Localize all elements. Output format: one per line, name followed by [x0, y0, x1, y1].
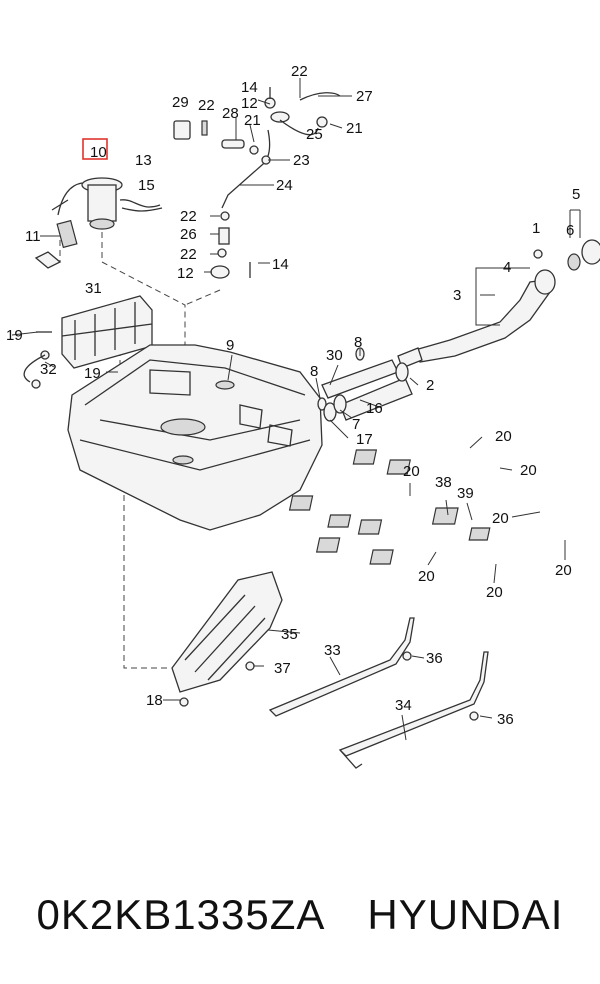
callout-2: 2: [426, 377, 434, 394]
tank-straps: [268, 617, 489, 769]
callout-15: 15: [138, 177, 155, 194]
insulator-pads: [288, 449, 491, 565]
callout-14: 14: [241, 79, 258, 96]
callout-22: 22: [198, 97, 215, 114]
callout-5: 5: [572, 186, 580, 203]
callout-3: 3: [453, 287, 461, 304]
callout-20g: 20: [486, 584, 503, 601]
callout-23: 23: [293, 152, 310, 169]
exploded-parts-diagram: 10 13 15 11 29 22 28 21 14 12 22 27 25 2…: [6, 63, 600, 769]
callout-20c: 20: [403, 463, 420, 480]
vent-hose-assembly: [173, 87, 341, 279]
part-number: 0K2KB1335ZA: [36, 891, 326, 938]
callout-37: 37: [274, 660, 291, 677]
callout-22d: 22: [180, 246, 197, 263]
callout-10: 10: [90, 144, 107, 161]
callout-28: 28: [222, 105, 239, 122]
heat-shield: [171, 571, 283, 707]
callout-24: 24: [276, 177, 293, 194]
callout-labels: 10 13 15 11 29 22 28 21 14 12 22 27 25 2…: [6, 63, 580, 728]
callout-8b: 8: [310, 363, 318, 380]
callout-20d: 20: [492, 510, 509, 527]
callout-21: 21: [244, 112, 261, 129]
callout-27: 27: [356, 88, 373, 105]
callout-22c: 22: [180, 208, 197, 225]
callout-11: 11: [25, 228, 41, 245]
callout-32: 32: [40, 361, 57, 378]
callout-12: 12: [241, 95, 258, 112]
callout-13: 13: [135, 152, 152, 169]
callout-33: 33: [324, 642, 341, 659]
callout-36: 36: [426, 650, 443, 667]
callout-17: 17: [356, 431, 373, 448]
callout-12b: 12: [177, 265, 194, 282]
callout-9: 9: [226, 337, 234, 354]
filler-hoses: [317, 347, 413, 422]
callout-34: 34: [395, 697, 412, 714]
fuel-tank: [67, 344, 323, 531]
callout-19: 19: [6, 327, 23, 344]
callout-20b: 20: [520, 462, 537, 479]
callout-29: 29: [172, 94, 189, 111]
callout-16: 16: [366, 400, 383, 417]
callout-20f: 20: [418, 568, 435, 585]
callout-22b: 22: [291, 63, 308, 80]
callout-38: 38: [435, 474, 452, 491]
fuel-pump-module: [34, 177, 163, 269]
callout-25: 25: [306, 126, 323, 143]
callout-8: 8: [354, 334, 362, 351]
charcoal-canister: [23, 295, 153, 389]
callout-1: 1: [532, 220, 540, 237]
leader-lines: [11, 78, 581, 741]
callout-19b: 19: [84, 365, 101, 382]
callout-21b: 21: [346, 120, 363, 137]
filler-neck-pipe: [397, 239, 600, 369]
callout-20a: 20: [495, 428, 512, 445]
part-caption: 0K2KB1335ZA HYUNDAI: [0, 880, 600, 950]
callout-36b: 36: [497, 711, 514, 728]
callout-31: 31: [85, 280, 102, 297]
callout-35: 35: [281, 626, 298, 643]
callout-18: 18: [146, 692, 163, 709]
callout-20e: 20: [555, 562, 572, 579]
callout-39: 39: [457, 485, 474, 502]
callout-26: 26: [180, 226, 197, 243]
callout-6: 6: [566, 222, 574, 239]
callout-14b: 14: [272, 256, 289, 273]
callout-4: 4: [503, 259, 511, 276]
callout-30: 30: [326, 347, 343, 364]
highlight-box: [82, 138, 108, 160]
brand-name: HYUNDAI: [367, 891, 564, 938]
callout-7: 7: [352, 416, 360, 433]
